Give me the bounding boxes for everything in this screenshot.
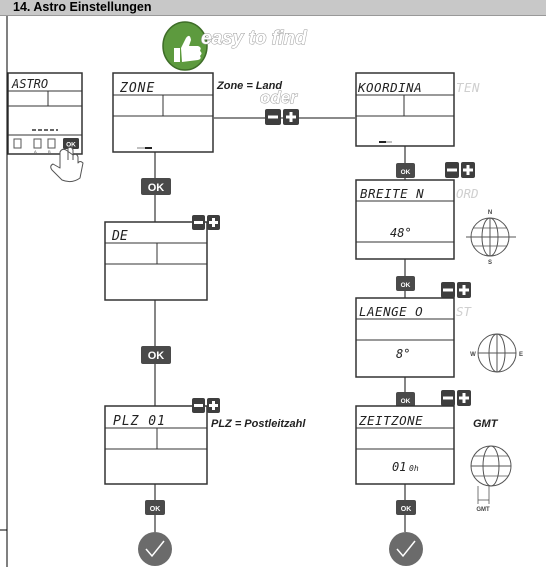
section-title: 14. Astro Einstellungen [13, 0, 152, 14]
breite-value: 48° [390, 226, 412, 240]
de-screen: DE [104, 221, 208, 301]
breite-ghost: ORD [456, 186, 479, 201]
de-title: DE [111, 229, 128, 244]
globe-gmt-icon: GMT [470, 445, 512, 513]
breite-screen: BREITE N ORD 48° [355, 179, 479, 260]
thumbs-up-icon [181, 35, 202, 62]
plz-screen: PLZ 01 [104, 405, 208, 485]
plz-minus-button[interactable] [192, 398, 205, 413]
ok-button-7[interactable]: OK [396, 500, 416, 515]
laenge-minus-button[interactable] [441, 282, 455, 298]
laenge-screen: LAENGE O ST 8° [355, 297, 473, 378]
laenge-value: 8° [396, 347, 410, 361]
laenge-title: LAENGE O [359, 304, 423, 319]
zeitzone-plus-button[interactable] [457, 390, 471, 406]
device-key-3-icon [47, 138, 56, 149]
svg-text:OK: OK [401, 282, 411, 289]
device-key-label-a: A [34, 149, 37, 154]
zeitzone-screen: ZEITZONE 01 0h [355, 405, 455, 485]
note-zone-land: Zone = Land [216, 80, 282, 92]
koordinaten-ghost: TEN [456, 80, 480, 95]
easy-to-find-badge: easy to find [162, 21, 307, 71]
zeitzone-unit: 0h [409, 464, 419, 473]
section-header: 14. Astro Einstellungen [0, 0, 546, 16]
device-key-2-icon [33, 138, 42, 149]
svg-text:OK: OK [401, 169, 411, 176]
device-astro-screen: ASTRO A B OK [7, 72, 83, 155]
svg-text:OK: OK [148, 350, 165, 362]
ok-button-6[interactable]: OK [396, 392, 415, 407]
note-plz: PLZ = Postleitzahl [211, 418, 306, 430]
svg-text:N: N [488, 210, 492, 216]
svg-text:OK: OK [401, 506, 412, 513]
svg-text:OK: OK [150, 506, 161, 513]
zeitzone-minus-button[interactable] [441, 390, 455, 406]
breite-plus-button[interactable] [461, 162, 475, 178]
breite-title: BREITE N [360, 186, 424, 201]
badge-text: easy to find [201, 28, 307, 49]
koordinaten-screen: KOORDINA TEN [355, 72, 480, 147]
zone-minus-button[interactable] [265, 109, 281, 125]
zeitzone-value: 01 [392, 460, 406, 474]
zone-title: ZONE [119, 81, 155, 96]
svg-text:W: W [470, 352, 476, 358]
plz-title: PLZ 01 [113, 414, 166, 429]
device-key-1-icon [13, 138, 22, 149]
breite-minus-button[interactable] [445, 162, 459, 178]
zeitzone-title: ZEITZONE [358, 413, 423, 428]
confirm-check-icon [389, 532, 423, 566]
svg-text:OK: OK [401, 398, 411, 405]
device-key-label-b: B [48, 149, 51, 154]
svg-text:GMT: GMT [476, 507, 490, 513]
de-plus-button[interactable] [207, 215, 220, 230]
device-ok-key[interactable] [63, 138, 79, 149]
svg-text:E: E [519, 352, 523, 358]
koordinaten-title: KOORDINA [357, 80, 422, 95]
laenge-ghost: ST [456, 304, 473, 319]
plz-plus-button[interactable] [207, 398, 220, 413]
ok-button-1[interactable]: OK [141, 178, 171, 195]
globe-north-south-icon: N S [466, 210, 516, 266]
ok-button-4[interactable]: OK [396, 163, 415, 178]
globe-west-east-icon: W E [470, 333, 523, 373]
zone-plus-button[interactable] [283, 109, 299, 125]
ok-button-3[interactable]: OK [145, 500, 165, 515]
svg-text:S: S [488, 260, 492, 266]
svg-text:OK: OK [148, 182, 165, 194]
laenge-plus-button[interactable] [457, 282, 471, 298]
astro-title: ASTRO [11, 77, 48, 91]
device-ok-key-label: OK [66, 142, 76, 149]
confirm-check-icon [138, 532, 172, 566]
hand-press-icon [50, 146, 84, 183]
note-oder: oder [260, 88, 298, 107]
ok-button-2[interactable]: OK [141, 346, 171, 364]
zone-screen: ZONE [112, 72, 214, 153]
de-minus-button[interactable] [192, 215, 205, 230]
note-gmt: GMT [473, 418, 499, 430]
ok-button-5[interactable]: OK [396, 276, 415, 291]
